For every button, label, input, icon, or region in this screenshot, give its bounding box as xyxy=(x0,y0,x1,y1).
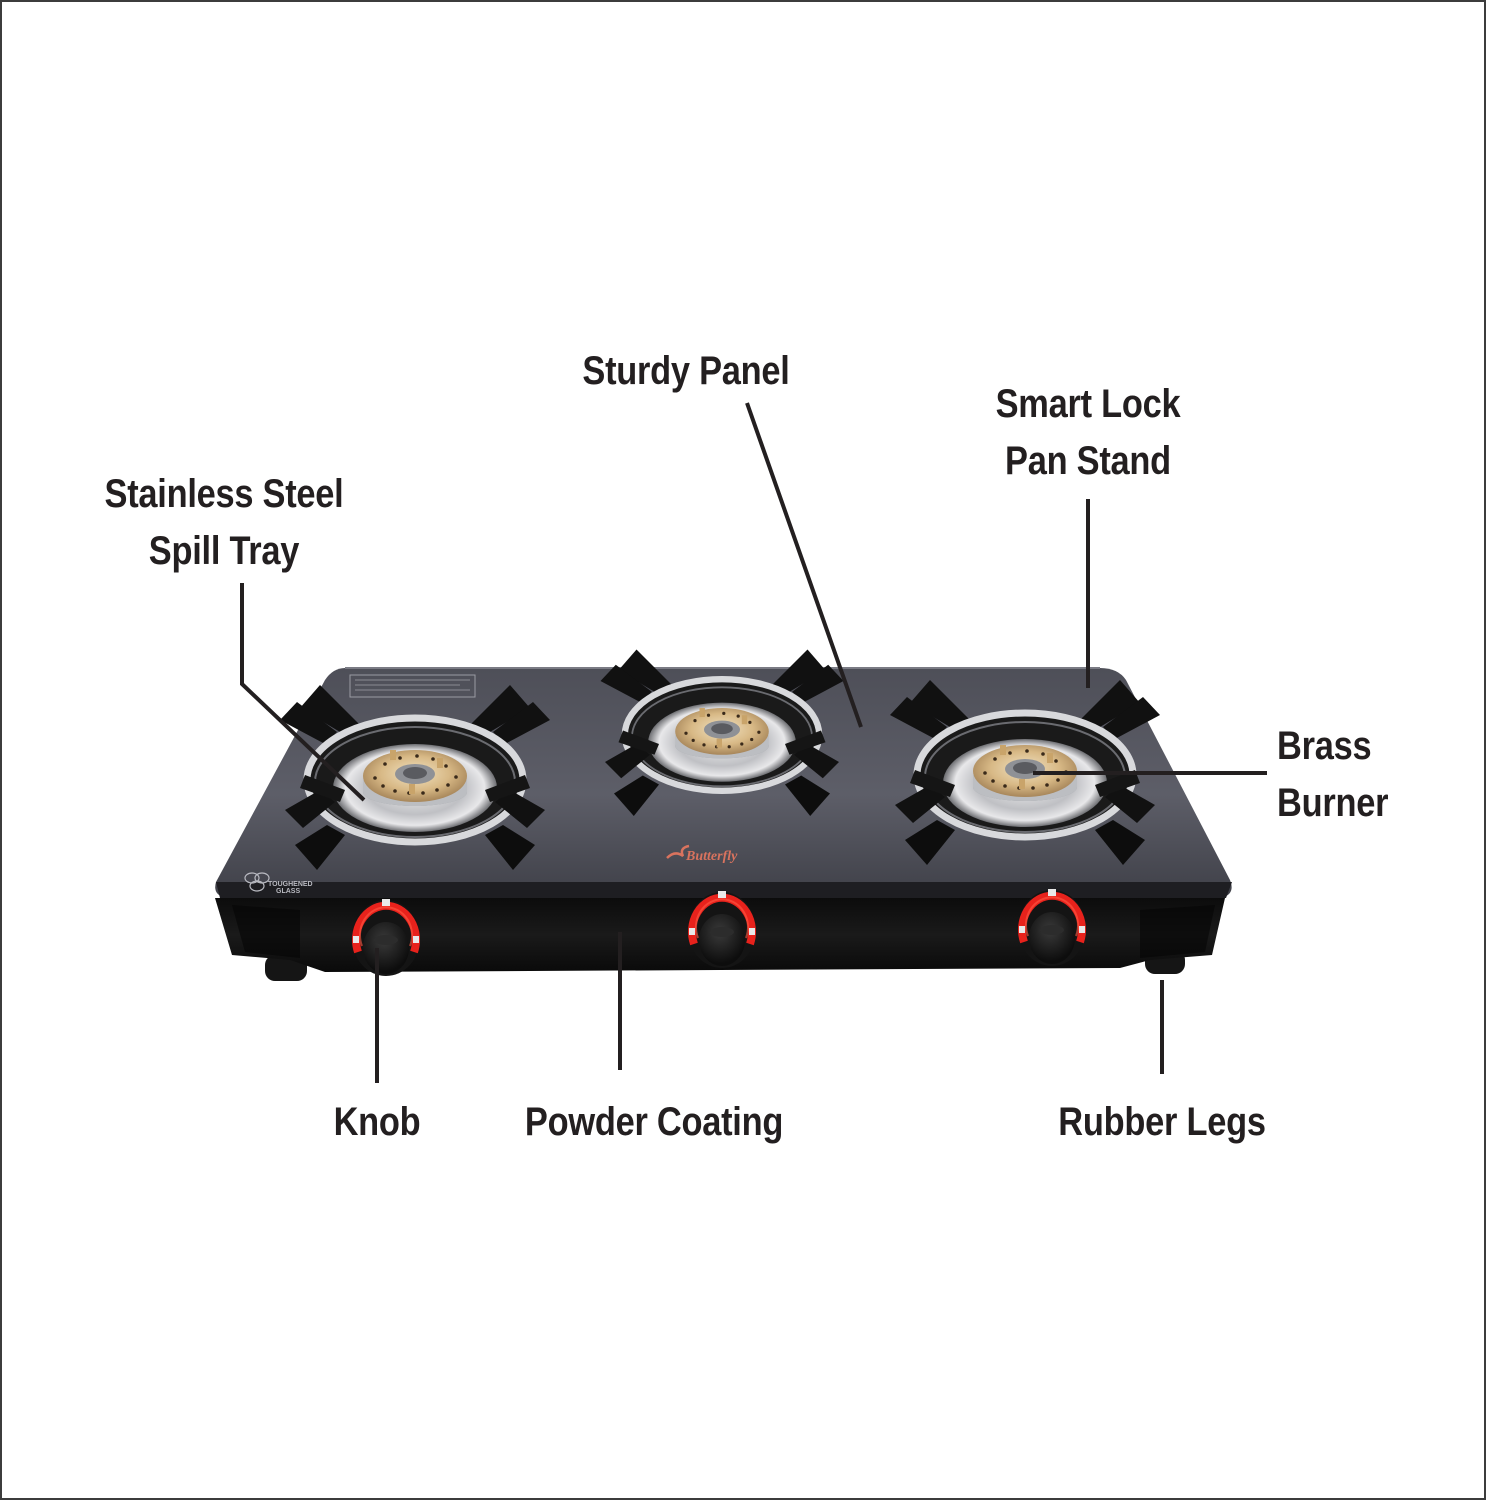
callout-text: Smart Lock xyxy=(995,382,1181,426)
callout-brass-burner: Brass Burner xyxy=(1277,718,1432,832)
callout-text: Pan Stand xyxy=(1005,439,1171,483)
callout-text: Rubber Legs xyxy=(1058,1100,1266,1144)
glass-badge-line2: GLASS xyxy=(276,888,300,895)
callout-text: Sturdy Panel xyxy=(582,349,790,393)
callout-text: Brass xyxy=(1277,724,1372,768)
callout-text: Knob xyxy=(333,1100,421,1144)
callout-text: Stainless Steel xyxy=(104,472,344,516)
callout-text: Spill Tray xyxy=(148,529,300,573)
leader-lines xyxy=(240,402,1267,1083)
callout-rubber-legs: Rubber Legs xyxy=(1042,1094,1283,1151)
callout-smart-lock-pan-stand: Smart Lock Pan Stand xyxy=(976,376,1200,490)
callout-powder-coating: Powder Coating xyxy=(508,1094,800,1151)
callout-sturdy-panel: Sturdy Panel xyxy=(566,343,807,400)
glass-badge-line1: TOUGHENED xyxy=(268,881,313,888)
brand-logo: Butterfly xyxy=(685,849,738,864)
callout-text: Powder Coating xyxy=(524,1100,784,1144)
leader-spill-tray xyxy=(240,583,366,802)
toughened-glass-badge xyxy=(244,872,270,892)
callout-knob: Knob xyxy=(317,1094,437,1151)
callout-text: Burner xyxy=(1277,781,1389,825)
callout-stainless-steel-spill-tray: Stainless Steel Spill Tray xyxy=(78,466,370,580)
leader-sturdy-panel xyxy=(745,402,863,728)
